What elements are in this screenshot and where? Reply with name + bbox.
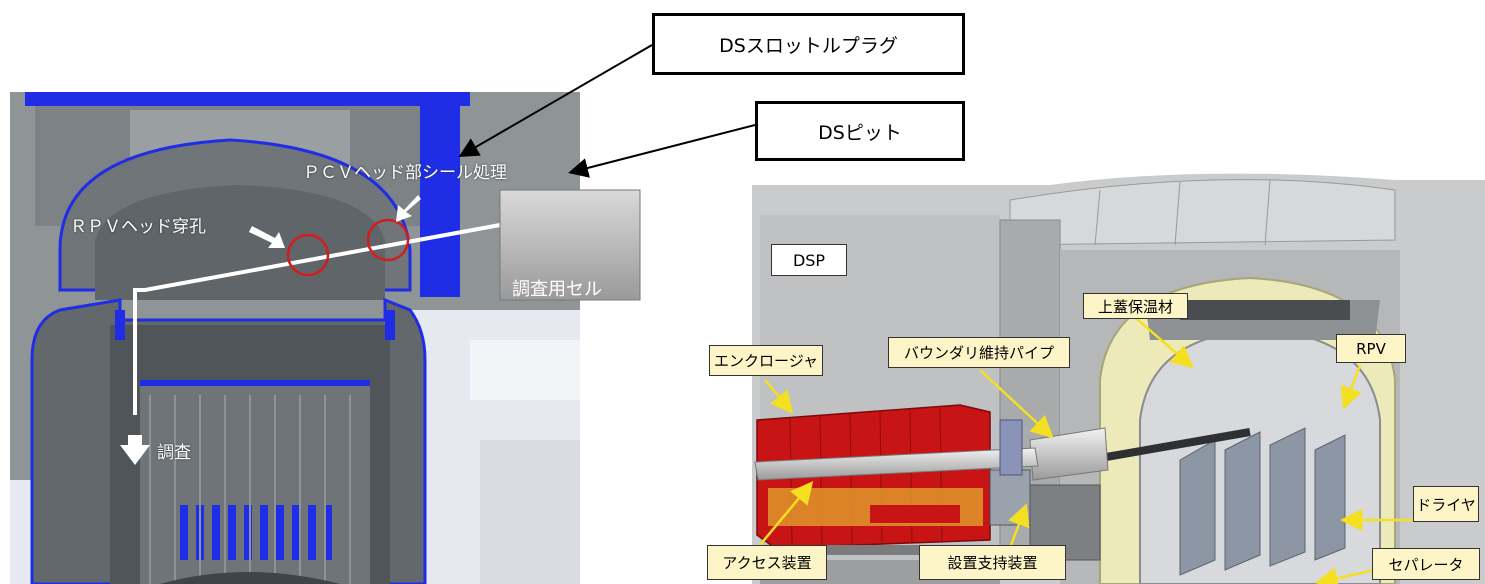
survey-cell-label: 調査用セル xyxy=(512,279,602,300)
install-support-text: 設置支持装置 xyxy=(947,554,1038,572)
survey-label: 調査 xyxy=(157,443,191,463)
boundary-pipe-label: バウンダリ維持パイプ xyxy=(888,337,1070,368)
dsp-text: DSP xyxy=(792,250,826,270)
upper-lid-insulation-label: 上蓋保温材 xyxy=(1083,293,1188,319)
dryer-label: ドライヤ xyxy=(1413,486,1479,522)
pcv-head-seal-label: ＰＣＶヘッド部シール処理 xyxy=(303,163,507,183)
access-device-text: アクセス装置 xyxy=(722,554,812,572)
separator-label: セパレータ xyxy=(1372,548,1480,580)
rpv-label: RPV xyxy=(1336,334,1406,363)
left-reactor-view xyxy=(10,92,641,584)
access-device-label: アクセス装置 xyxy=(707,545,827,580)
ds-slot-plug-callout: DSスロットルプラグ xyxy=(652,13,965,75)
dryer-text: ドライヤ xyxy=(1416,495,1476,514)
enclosure-text: エンクロージャ xyxy=(714,352,818,370)
boundary-pipe-text: バウンダリ維持パイプ xyxy=(903,344,1054,362)
rpv-text: RPV xyxy=(1356,339,1386,358)
ds-pit-callout: DSピット xyxy=(755,101,965,161)
dsp-label: DSP xyxy=(771,244,847,276)
separator-text: セパレータ xyxy=(1388,555,1464,574)
right-plant-view xyxy=(752,173,1485,584)
enclosure-label: エンクロージャ xyxy=(709,345,823,376)
install-support-label: 設置支持装置 xyxy=(919,545,1066,580)
upper-lid-insulation-text: 上蓋保温材 xyxy=(1097,297,1173,316)
ds-slot-plug-label: DSスロットルプラグ xyxy=(719,34,898,57)
rpv-head-drill-label: ＲＰＶヘッド穿孔 xyxy=(70,217,206,237)
ds-pit-label: DSピット xyxy=(818,121,902,144)
